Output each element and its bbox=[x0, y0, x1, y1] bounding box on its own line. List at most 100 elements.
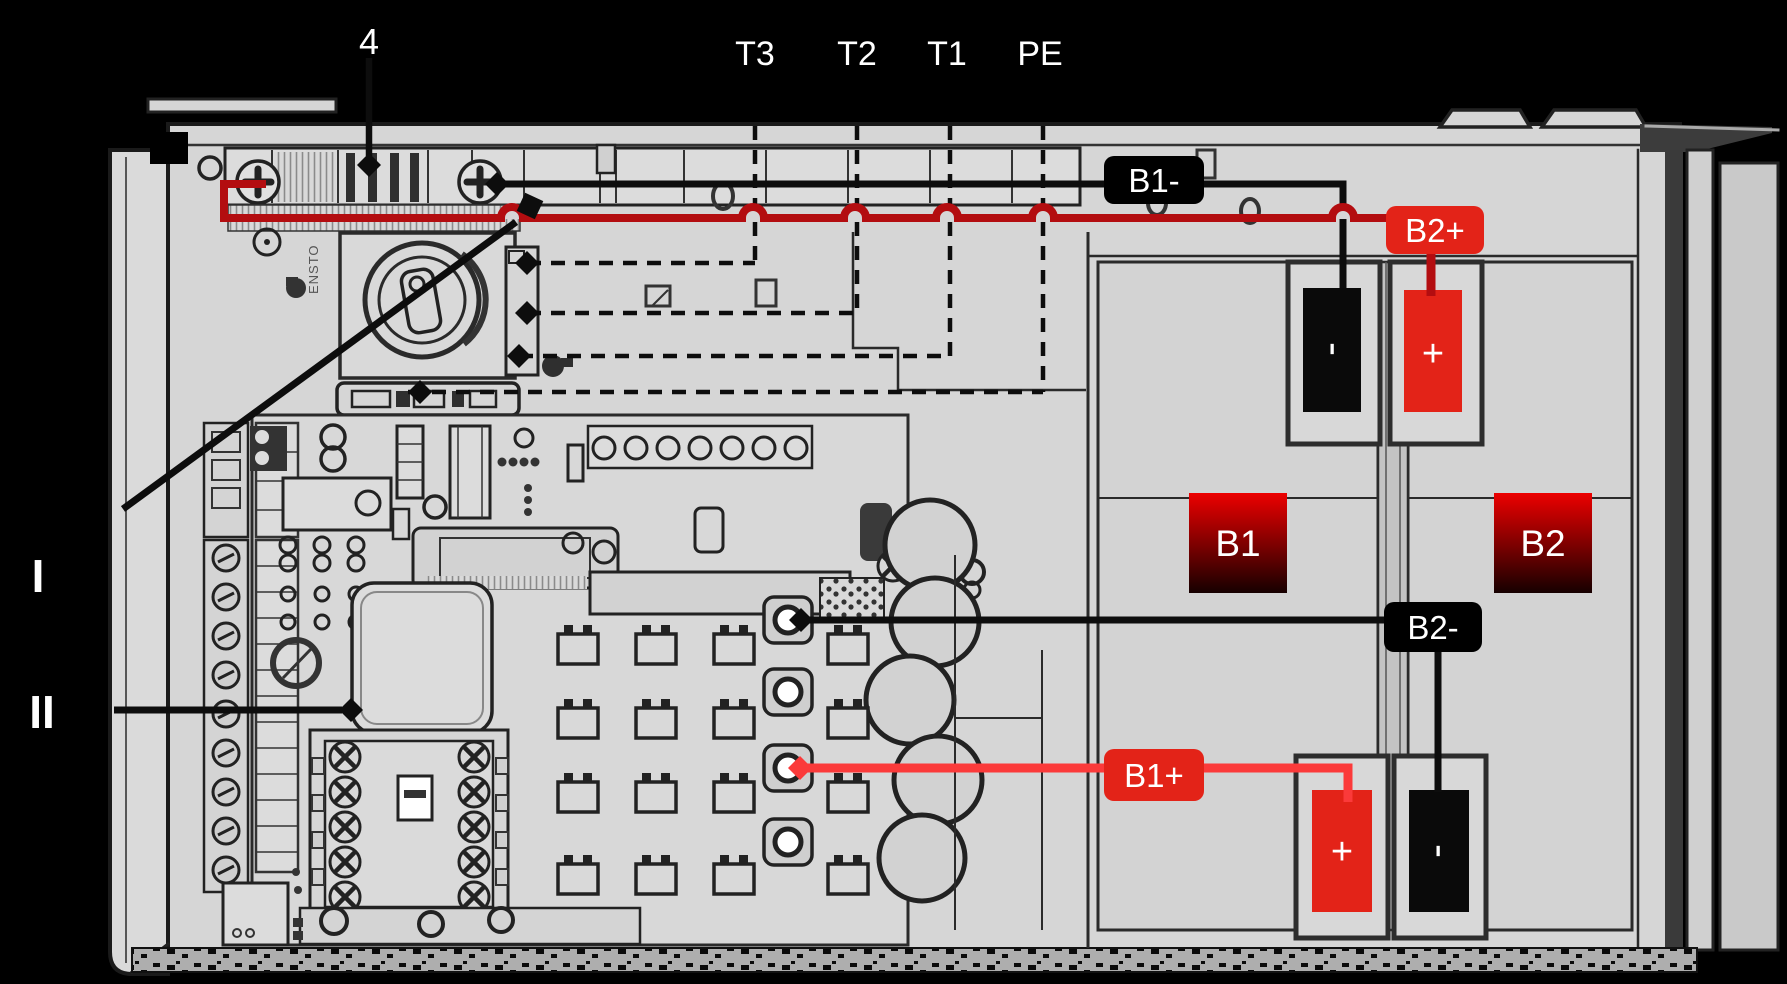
figure8-connector bbox=[319, 423, 347, 473]
top-neg-mark: - bbox=[1312, 342, 1359, 356]
switch-mount-screw-center bbox=[264, 239, 270, 245]
switch-ring-outer bbox=[362, 240, 482, 360]
tiny-pad-row bbox=[497, 457, 540, 516]
bottom-pos-terminal bbox=[1312, 790, 1372, 912]
corner-connector bbox=[250, 426, 287, 471]
corner-connector-pin2 bbox=[255, 451, 269, 465]
bottom-neg-mark: - bbox=[1418, 844, 1465, 858]
label-t2: T2 bbox=[837, 35, 877, 73]
duct-label-area bbox=[274, 152, 336, 202]
pcb-bottom-strip bbox=[298, 906, 642, 946]
foot-hole-2 bbox=[417, 910, 445, 938]
io-slot-2 bbox=[211, 459, 241, 481]
b2-pos-label-box bbox=[1386, 206, 1484, 254]
b1-box-text: B1 bbox=[1215, 523, 1260, 564]
top-neg-terminal bbox=[1303, 288, 1361, 412]
switch-mount-screw bbox=[252, 227, 282, 257]
grommet bbox=[270, 637, 322, 689]
contactor bbox=[308, 728, 510, 918]
post-screw bbox=[561, 531, 585, 555]
latch-tab-left bbox=[1436, 108, 1534, 129]
b2-box bbox=[1494, 493, 1592, 593]
b1-box bbox=[1189, 493, 1287, 593]
b2-pos-label-text: B2+ bbox=[1405, 212, 1465, 249]
dashed-callouts bbox=[408, 126, 1046, 395]
foot-hole-3 bbox=[487, 906, 515, 934]
duct-dividers bbox=[271, 150, 1013, 203]
grommet-slash bbox=[281, 647, 313, 680]
relay-side-cap bbox=[391, 507, 411, 541]
wire-b2-positive bbox=[220, 180, 1410, 222]
transformer-inner bbox=[360, 591, 484, 725]
right-panel-rail bbox=[1685, 148, 1715, 952]
transformer bbox=[350, 581, 494, 735]
chassis-hole bbox=[197, 155, 223, 181]
pad-terminal-mid bbox=[764, 669, 812, 715]
label-t3: T3 bbox=[735, 35, 775, 73]
small-relay-1 bbox=[644, 284, 672, 308]
label-t1: T1 bbox=[927, 35, 967, 73]
switch-bottom-mount bbox=[335, 381, 521, 417]
callout-i-flag bbox=[516, 192, 544, 220]
b2-neg-label-text: B2- bbox=[1407, 609, 1458, 646]
wire-label-b2-neg: B2- bbox=[1384, 602, 1482, 652]
b1-neg-label-box bbox=[1104, 156, 1204, 204]
latch-tab-right bbox=[1538, 108, 1650, 129]
foot-hole-1 bbox=[319, 906, 349, 936]
tiny-dot-1 bbox=[292, 868, 300, 876]
wire-b1-positive bbox=[806, 763, 1353, 802]
battery-box-b1: B1 bbox=[1189, 493, 1287, 593]
wire-label-b1-pos: B1+ bbox=[1104, 749, 1204, 801]
io-terminal-screws bbox=[211, 543, 241, 885]
tiny-dot-2 bbox=[294, 886, 302, 894]
duct-dark-bars bbox=[346, 153, 419, 202]
small-cap bbox=[566, 443, 585, 483]
label-position-ii: II bbox=[29, 686, 55, 738]
left-clip-block bbox=[150, 132, 188, 164]
label-position-i: I bbox=[32, 550, 45, 602]
io-slot-3 bbox=[211, 487, 241, 509]
pcb-hole bbox=[513, 427, 535, 449]
switch-bracket-screw-tab bbox=[561, 358, 573, 367]
callout-lines bbox=[114, 58, 519, 714]
corner-box-dot2 bbox=[245, 928, 255, 938]
switch-left-clip-tab bbox=[286, 277, 298, 286]
top-pos-terminal bbox=[1404, 290, 1462, 412]
b2-box-text: B2 bbox=[1520, 523, 1565, 564]
switch-bracket-screw bbox=[542, 355, 564, 377]
contactor-side-tabs bbox=[311, 757, 509, 886]
transfer-switch: ENSTO bbox=[252, 227, 1086, 417]
b1-neg-label-text: B1- bbox=[1128, 162, 1179, 199]
switch-brand-text: ENSTO bbox=[306, 244, 321, 294]
relay-block bbox=[281, 476, 393, 532]
chassis-top-lip bbox=[146, 97, 338, 114]
tiny-block-2 bbox=[293, 931, 303, 940]
top-pos-mark: + bbox=[1422, 333, 1444, 375]
dip-ic bbox=[448, 424, 492, 520]
small-relay-2 bbox=[754, 278, 778, 308]
bottom-neg-terminal bbox=[1409, 790, 1469, 912]
bottom-pos-mark: + bbox=[1331, 831, 1353, 873]
b2-neg-label-box bbox=[1384, 602, 1482, 652]
coil-component bbox=[422, 494, 448, 520]
black-wires bbox=[497, 180, 1442, 792]
heatsink-screw bbox=[591, 539, 617, 565]
pcb-terminal-row bbox=[586, 424, 814, 470]
wire-b1-negative bbox=[497, 180, 1347, 288]
relay-block-hole bbox=[354, 489, 382, 517]
tiny-block-1 bbox=[293, 918, 303, 927]
label-pe: PE bbox=[1017, 35, 1062, 73]
right-seam bbox=[1665, 150, 1683, 950]
b1-pos-label-text: B1+ bbox=[1124, 757, 1184, 794]
corner-slant-line bbox=[1644, 124, 1780, 132]
corner-box-dot1 bbox=[232, 928, 242, 938]
panel-oval-hole-2 bbox=[1239, 197, 1261, 225]
battery-compartment bbox=[1086, 232, 1638, 948]
corner-box bbox=[221, 881, 290, 947]
pad-cluster bbox=[819, 577, 885, 619]
wire-label-b1-neg: B1- bbox=[1104, 156, 1204, 204]
bottom-band bbox=[131, 947, 1698, 973]
b1-pos-label-box bbox=[1104, 749, 1204, 801]
left-flange bbox=[108, 148, 170, 976]
